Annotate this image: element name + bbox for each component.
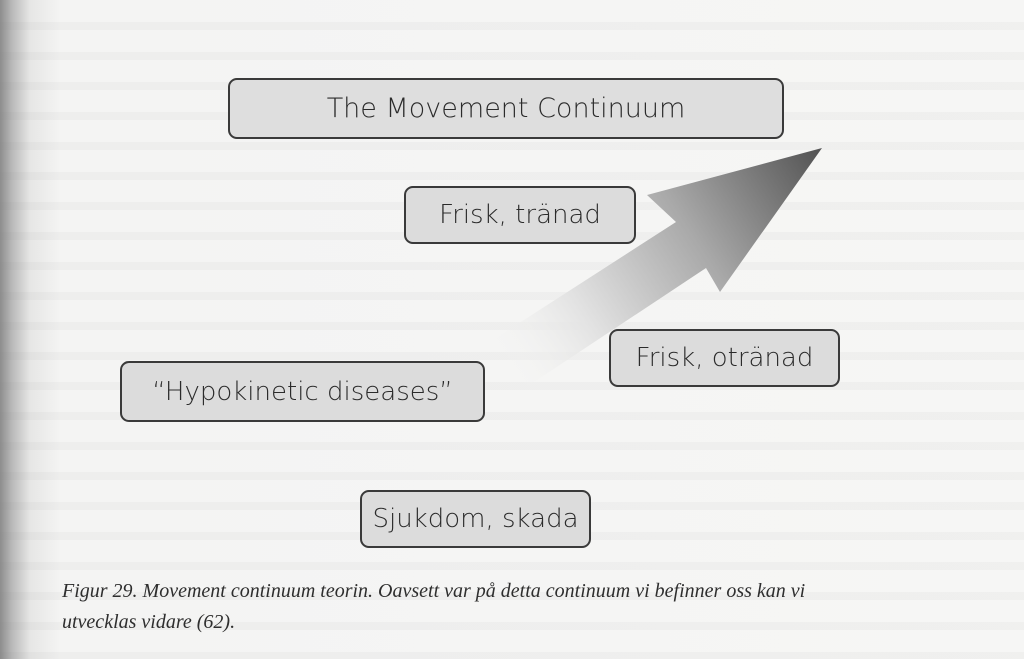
continuum-arrow-shape <box>496 148 822 386</box>
caption-line-1: Figur 29. Movement continuum teorin. Oav… <box>62 580 806 602</box>
figure-caption: Figur 29. Movement continuum teorin. Oav… <box>62 576 962 638</box>
level-box-hypokinetic: “Hypokinetic diseases” <box>120 361 485 422</box>
level-label-untrained: Frisk, otränad <box>635 343 814 373</box>
caption-line-2: utvecklas vidare (62). <box>62 611 236 633</box>
level-box-disease: Sjukdom, skada <box>360 490 591 548</box>
level-label-disease: Sjukdom, skada <box>372 504 579 534</box>
diagram-title-box: The Movement Continuum <box>228 78 784 139</box>
level-label-trained: Frisk, tränad <box>439 200 601 230</box>
level-box-untrained: Frisk, otränad <box>609 329 840 387</box>
level-box-trained: Frisk, tränad <box>404 186 636 244</box>
diagram-title: The Movement Continuum <box>326 93 686 124</box>
level-label-hypokinetic: “Hypokinetic diseases” <box>152 376 453 407</box>
